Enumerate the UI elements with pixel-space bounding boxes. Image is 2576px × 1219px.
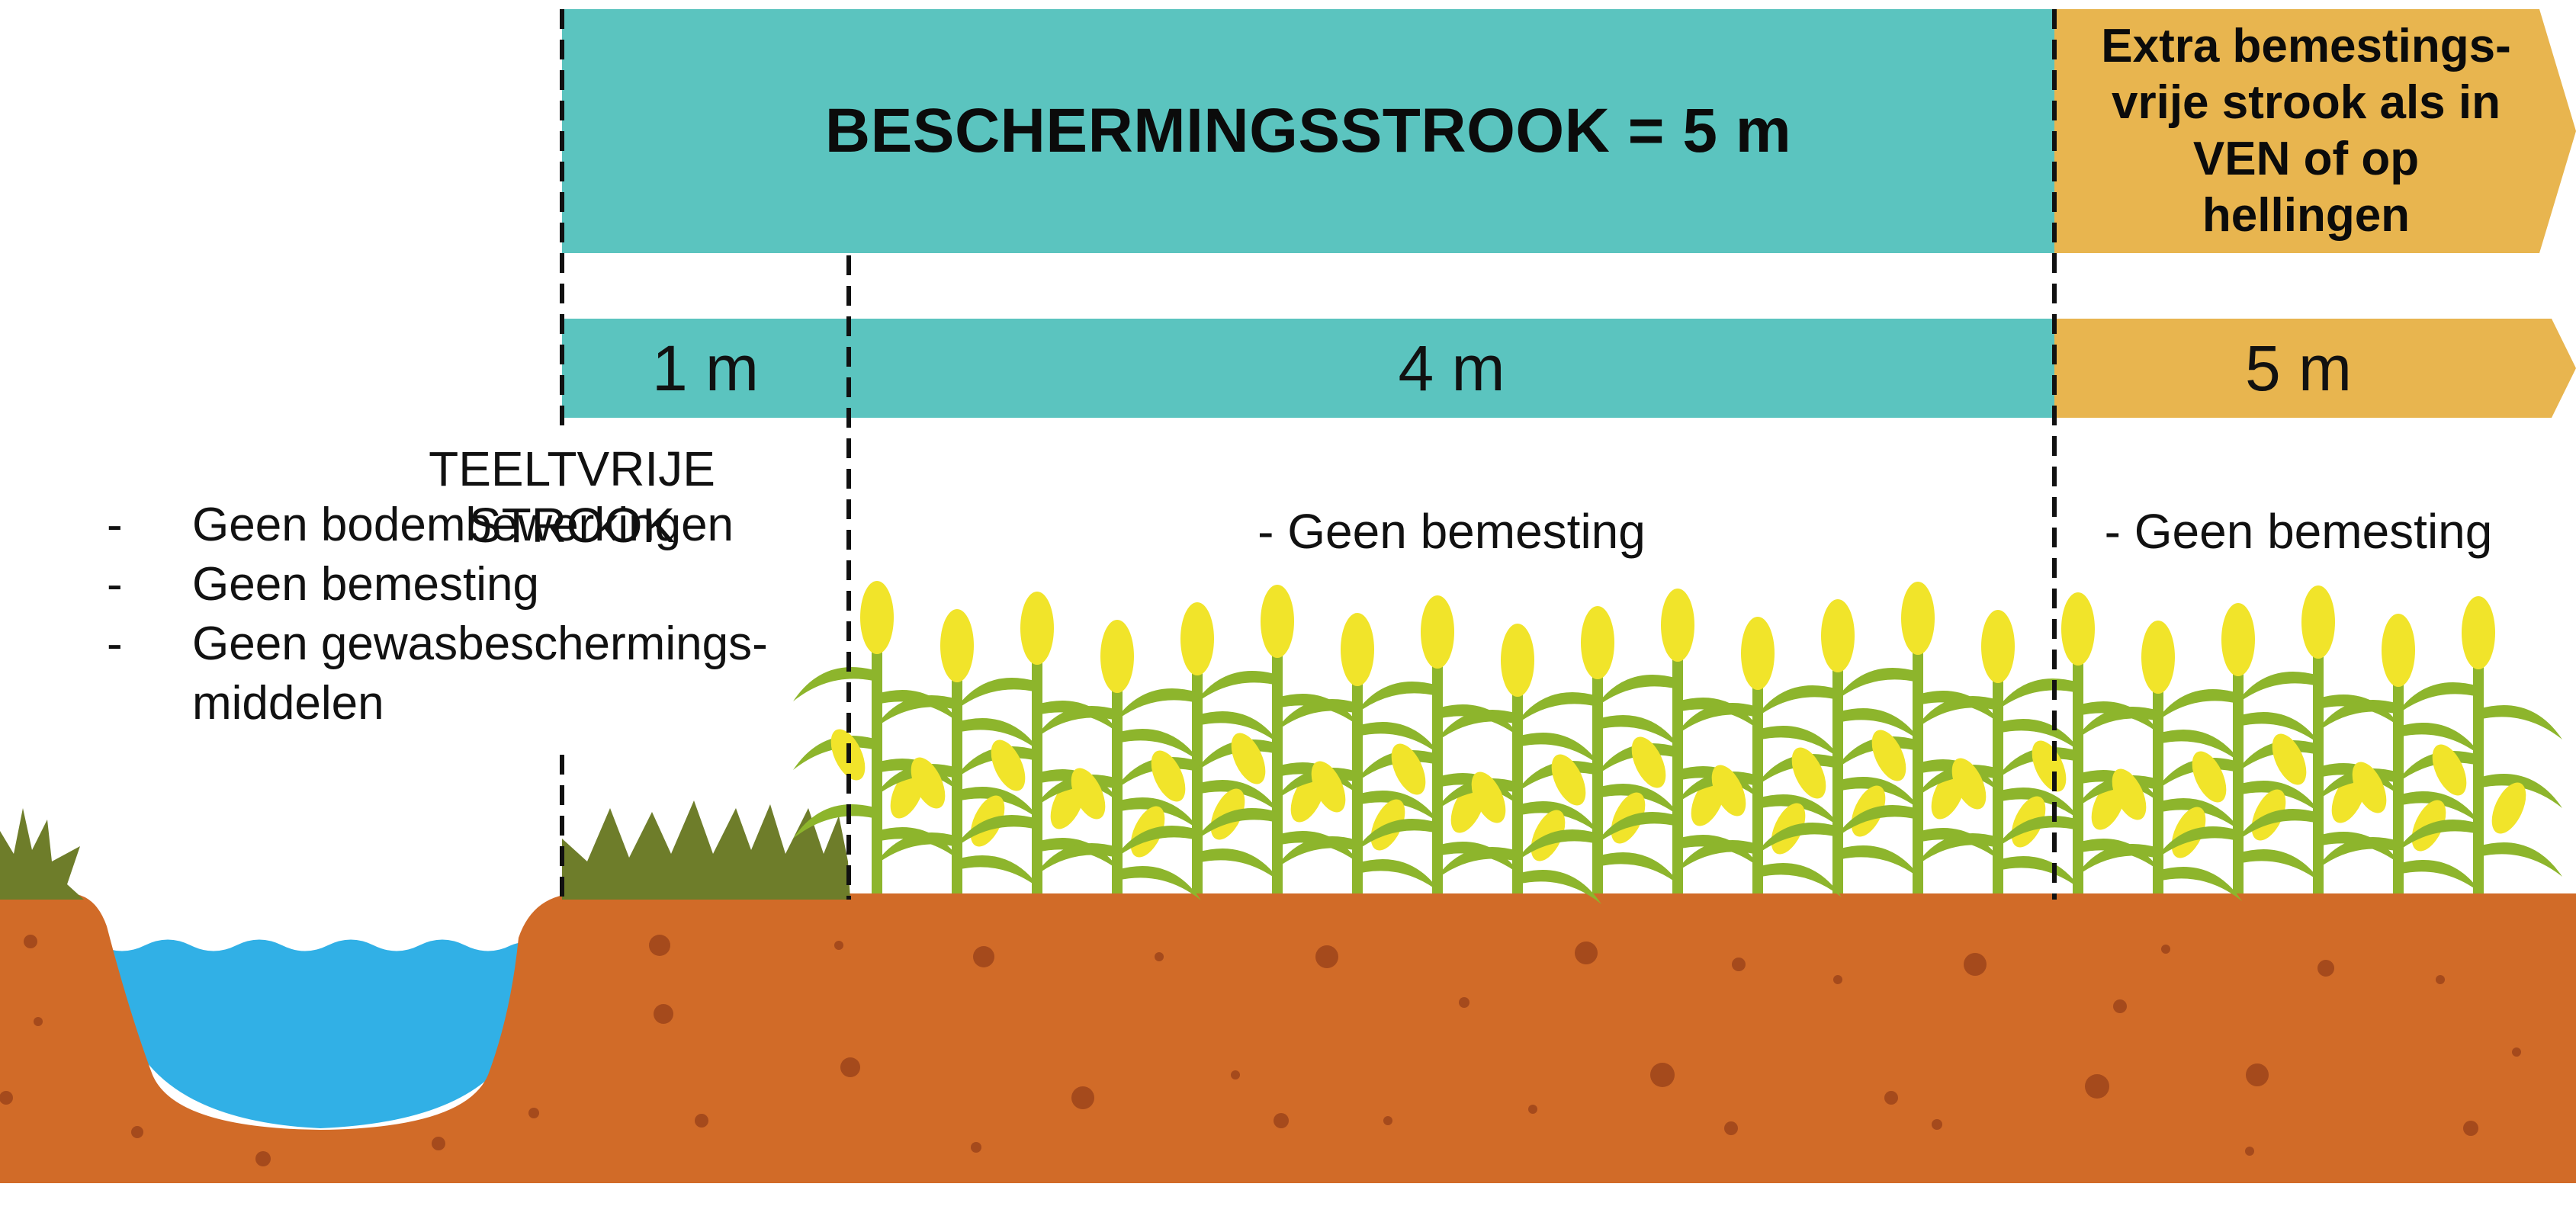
- corn-plant-icon: [1914, 610, 2082, 893]
- rule-text: Geen gewasbeschermings- middelen: [192, 618, 768, 730]
- soil-spot: [1724, 1121, 1738, 1135]
- soil-spot: [24, 935, 37, 948]
- soil-spot: [973, 946, 994, 967]
- soil-spot: [1274, 1113, 1289, 1128]
- beschermingsstrook-label: BESCHERMINGSSTROOK = 5 m: [824, 96, 1792, 165]
- corn-plant-icon: [2314, 614, 2482, 894]
- soil-spot: [1964, 953, 1987, 976]
- soil-spot: [1231, 1070, 1240, 1079]
- soil-spot: [1459, 997, 1469, 1008]
- teeltvrije-strook-title: TEELTVRIJE STROOK: [429, 441, 715, 553]
- soil-spot: [255, 1151, 271, 1166]
- soil-spot: [1932, 1119, 1942, 1130]
- soil-spot: [649, 935, 670, 956]
- soil-spot: [654, 1004, 673, 1024]
- soil-spot: [528, 1108, 539, 1118]
- soil-spot: [2463, 1121, 2478, 1136]
- width-bar-5m: [2054, 319, 2576, 418]
- corn-field: [793, 581, 2562, 904]
- soil-spot: [840, 1057, 860, 1077]
- extra-strook-banner: [2054, 9, 2576, 253]
- soil-spot: [1383, 1116, 1392, 1125]
- dashed-dividers: [560, 9, 2057, 900]
- soil-spots: [0, 935, 2521, 1166]
- width-bar-1m: [562, 319, 849, 418]
- width-bar-4m: [849, 319, 2054, 418]
- width-label-5m: 5 m: [2244, 332, 2353, 404]
- soil-spot: [1155, 952, 1164, 961]
- soil-spot: [1833, 975, 1842, 984]
- corn-plant-icon: [1754, 599, 1922, 893]
- soil-spot: [432, 1137, 445, 1150]
- soil-spot: [2245, 1147, 2254, 1156]
- beschermingsstrook-banner: [562, 9, 2054, 253]
- soil-spot: [2113, 999, 2127, 1013]
- soil-spot: [1071, 1086, 1094, 1109]
- corn-plant-icon: [2395, 596, 2562, 893]
- width-label-4m: 4 m: [1398, 332, 1505, 404]
- soil-spot: [2161, 945, 2170, 954]
- rule-dash: -: [107, 499, 123, 551]
- soil-spot: [2512, 1047, 2521, 1057]
- soil-spot: [0, 1091, 13, 1105]
- soil-spot: [34, 1017, 43, 1026]
- rule-text: Geen bodembewerkingen: [192, 499, 734, 551]
- width-label-1m: 1 m: [651, 332, 760, 404]
- water-ditch-icon: [99, 939, 534, 1128]
- soil-spot: [834, 941, 843, 950]
- rule-dash: -: [107, 558, 123, 611]
- rule-item: - Geen gewasbeschermings- middelen: [107, 614, 839, 733]
- soil-spot: [695, 1114, 708, 1128]
- soil-spot: [2085, 1074, 2109, 1099]
- soil-spot: [1732, 958, 1746, 971]
- soil-spot: [2246, 1063, 2269, 1086]
- rule-item: - Geen bemesting: [107, 555, 839, 614]
- corn-plant-icon: [1033, 620, 1201, 900]
- rule-item: - Geen bodembewerkingen: [107, 496, 839, 555]
- soil-spot: [1528, 1105, 1537, 1114]
- soil-spot: [1650, 1063, 1675, 1087]
- corn-plant-icon: [2074, 621, 2242, 901]
- note-right: - Geen bemesting: [2104, 504, 2493, 559]
- soil-spot: [2436, 975, 2445, 984]
- soil-spot: [2317, 960, 2334, 977]
- corn-plant-icon: [873, 609, 1041, 893]
- grass-tuft-icon: [562, 800, 850, 900]
- note-middle: - Geen bemesting: [1257, 504, 1646, 559]
- soil-spot: [131, 1126, 143, 1138]
- soil-spot: [1884, 1091, 1898, 1105]
- soil-spot: [971, 1142, 981, 1153]
- teeltvrije-rules-list: - Geen bodembewerkingen - Geen bemesting…: [107, 496, 839, 733]
- extra-strook-label: Extra bemestings- vrije strook als in VE…: [2101, 20, 2511, 242]
- soil-ground: [0, 893, 2576, 1183]
- corn-plant-icon: [1834, 582, 2002, 893]
- rule-dash: -: [107, 618, 123, 670]
- rule-text: Geen bemesting: [192, 558, 539, 611]
- soil-spot: [1575, 942, 1598, 964]
- grass-tuft-icon: [0, 808, 84, 900]
- soil-spot: [1315, 945, 1338, 968]
- corn-plant-icon: [1434, 624, 1601, 904]
